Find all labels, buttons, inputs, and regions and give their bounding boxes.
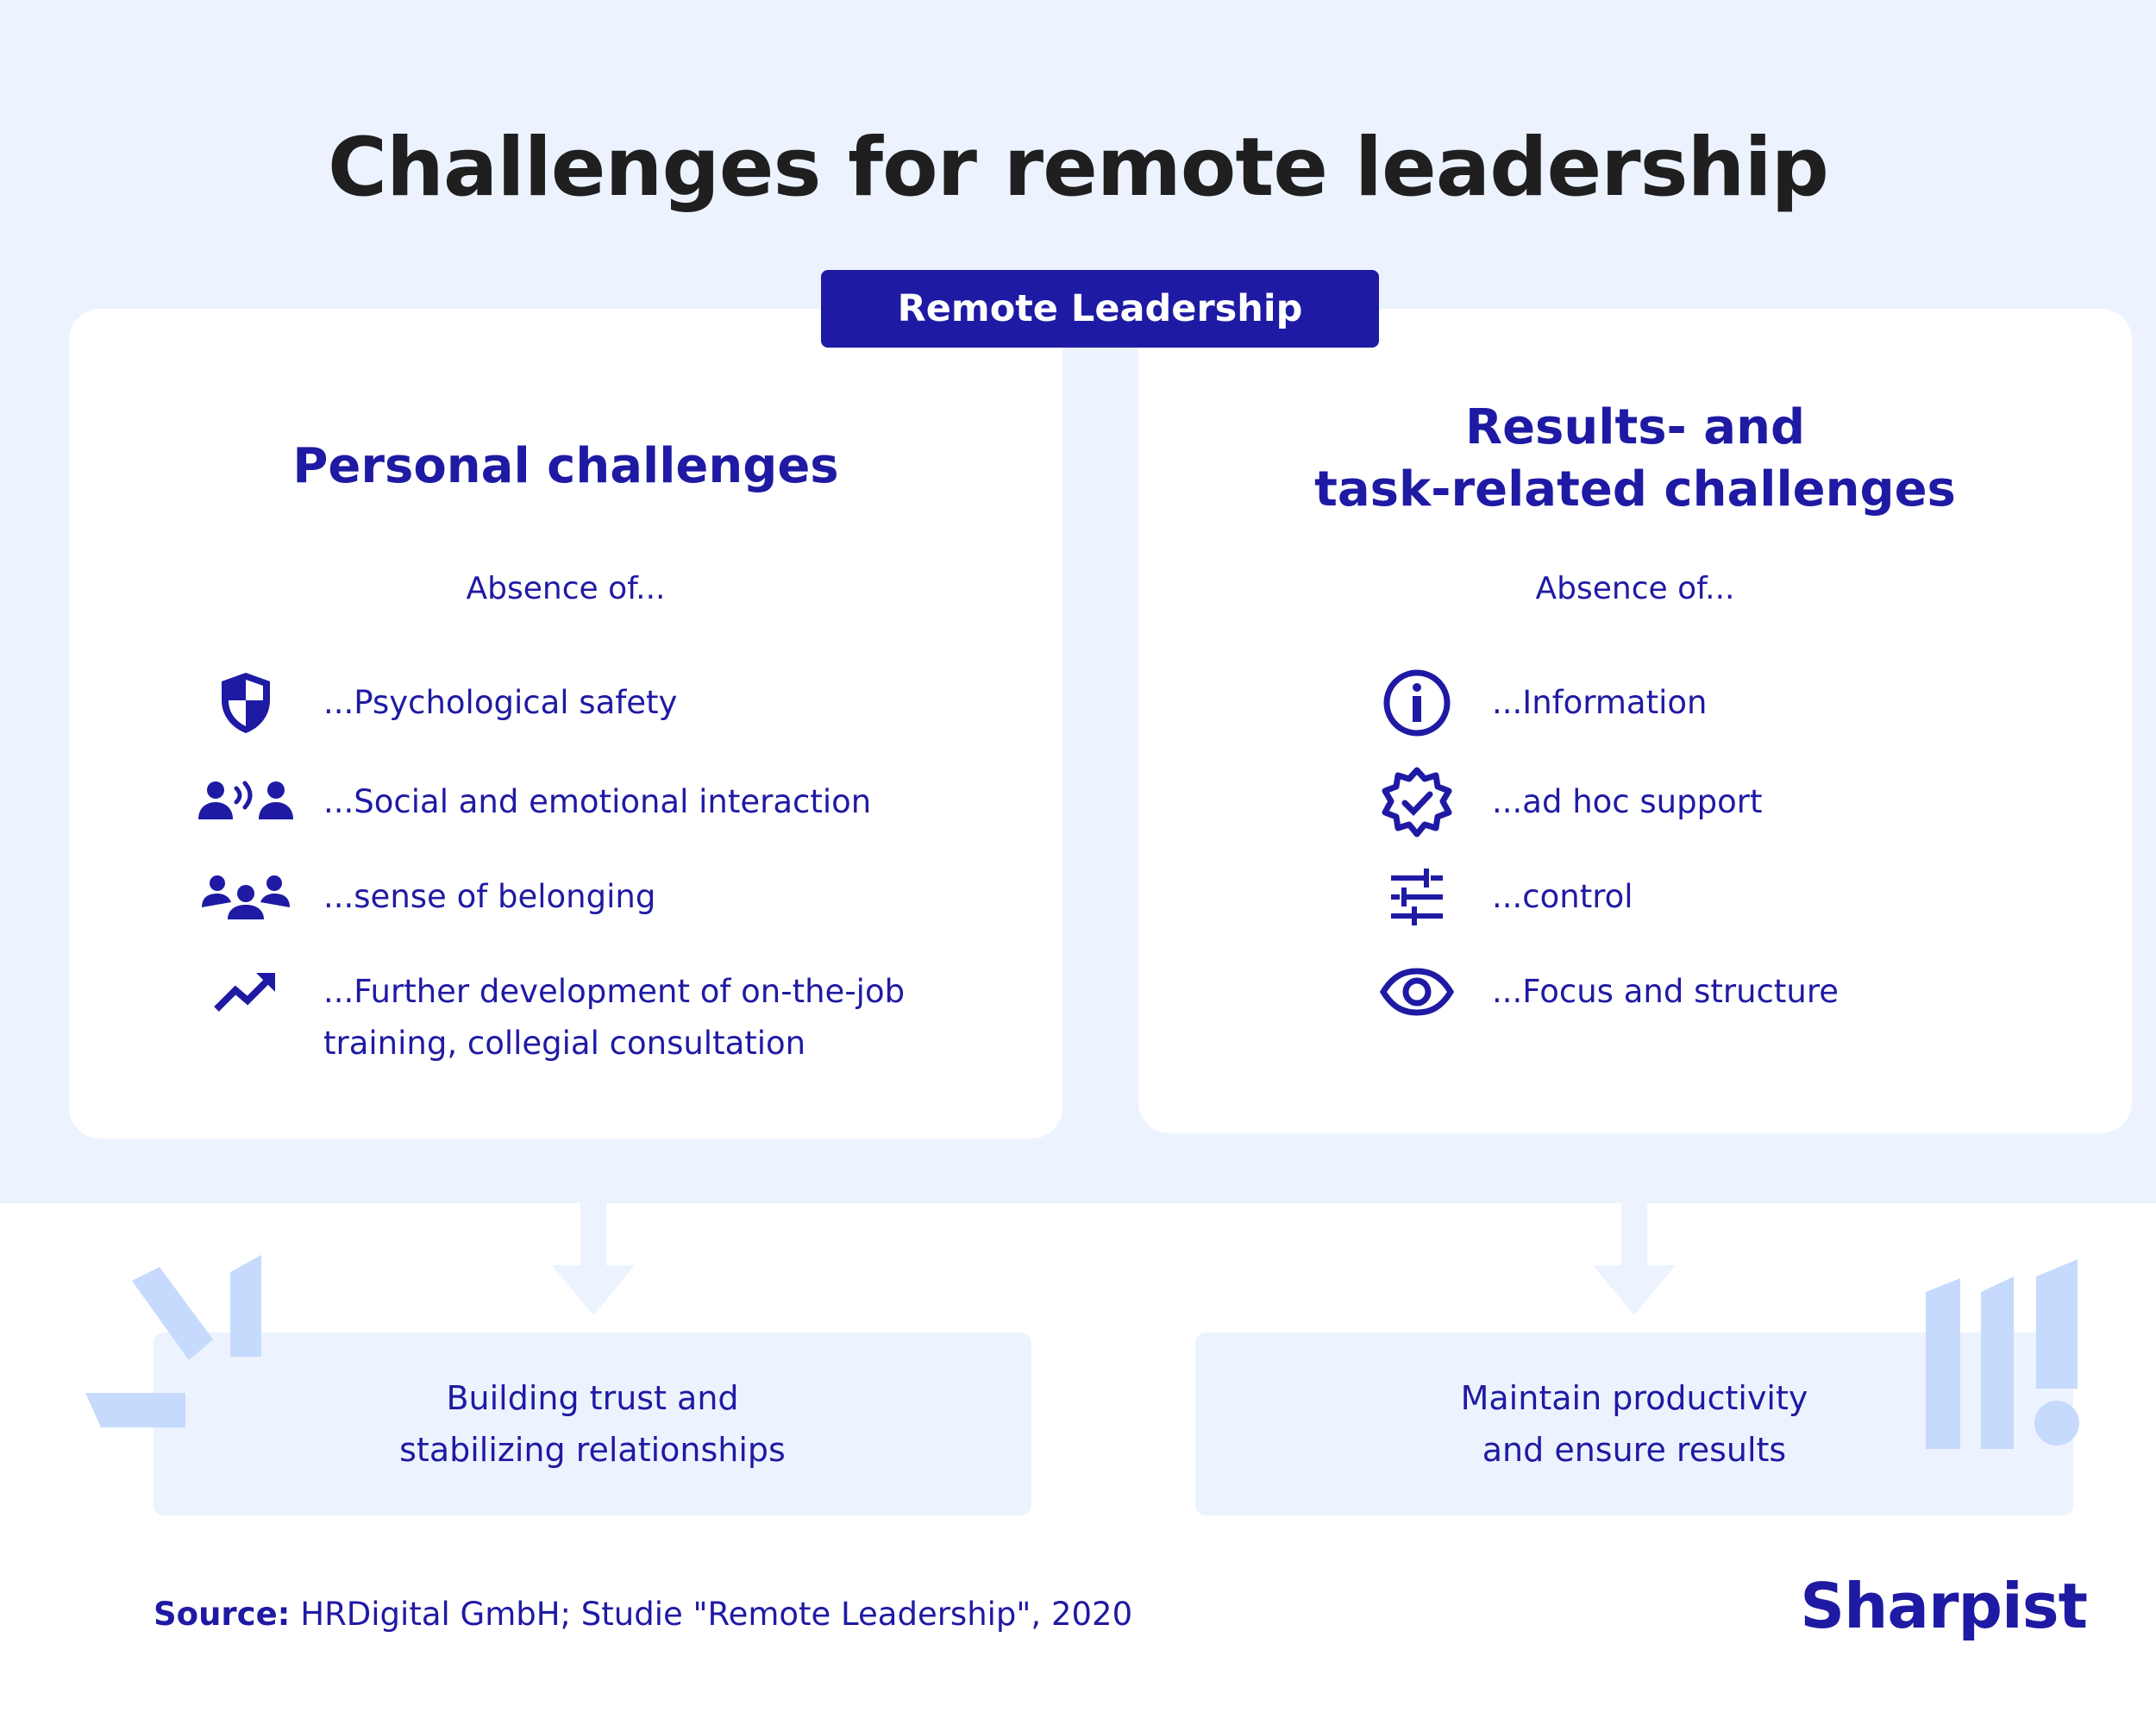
group-icon xyxy=(198,862,293,932)
arrow-down-icon xyxy=(1593,1203,1676,1315)
list-item-label: ...ad hoc support xyxy=(1492,783,1763,820)
remote-leadership-label: Remote Leadership xyxy=(821,270,1379,348)
task-challenges-heading: Results- and task-related challenges xyxy=(1138,397,2132,521)
personal-challenges-heading: Personal challenges xyxy=(292,438,839,494)
brand-logo: Sharpist xyxy=(1800,1570,2088,1642)
gear-check-icon xyxy=(1369,767,1464,837)
list-item-label: ...control xyxy=(1492,878,1633,915)
source-citation: Source: HRDigital GmbH; Studie "Remote L… xyxy=(154,1596,1132,1633)
decorative-exclamation-icon xyxy=(1926,1259,2079,1449)
result-text-line2: stabilizing relationships xyxy=(399,1431,786,1469)
list-item-label: ...Psychological safety xyxy=(323,684,678,721)
list-item-label: ...Social and emotional interaction xyxy=(323,783,872,820)
people-talking-icon xyxy=(198,768,293,837)
list-item-label-line2: training, collegial consultation xyxy=(323,1025,806,1062)
result-box-trust: Building trust and stabilizing relations… xyxy=(154,1333,1031,1515)
list-item-label: ...Information xyxy=(1492,684,1708,721)
sliders-icon xyxy=(1369,862,1464,932)
source-text: HRDigital GmbH; Studie "Remote Leadershi… xyxy=(290,1596,1133,1633)
task-challenges-heading-line1: Results- and xyxy=(1464,399,1806,455)
task-challenges-card xyxy=(1138,309,2132,1133)
list-item-label-line1: ...Further development of on-the-job xyxy=(323,973,906,1010)
absence-label-left: Absence of... xyxy=(466,571,666,606)
list-item-label: ...Focus and structure xyxy=(1492,973,1839,1010)
decorative-lines-icon xyxy=(85,1255,261,1427)
eye-icon xyxy=(1369,957,1464,1026)
trending-up-icon xyxy=(198,957,293,1026)
absence-label-right: Absence of... xyxy=(1535,571,1735,606)
source-label: Source: xyxy=(154,1596,291,1633)
info-icon xyxy=(1369,668,1464,737)
task-challenges-heading-line2: task-related challenges xyxy=(1314,461,1956,518)
result-text-line1: Building trust and xyxy=(446,1379,739,1417)
result-text-line1: Maintain productivity xyxy=(1460,1379,1808,1417)
shield-icon xyxy=(198,668,293,737)
list-item-label: ...sense of belonging xyxy=(323,878,656,915)
result-text-line2: and ensure results xyxy=(1482,1431,1787,1469)
page-title: Challenges for remote leadership xyxy=(328,121,1829,215)
arrow-down-icon xyxy=(552,1203,635,1315)
